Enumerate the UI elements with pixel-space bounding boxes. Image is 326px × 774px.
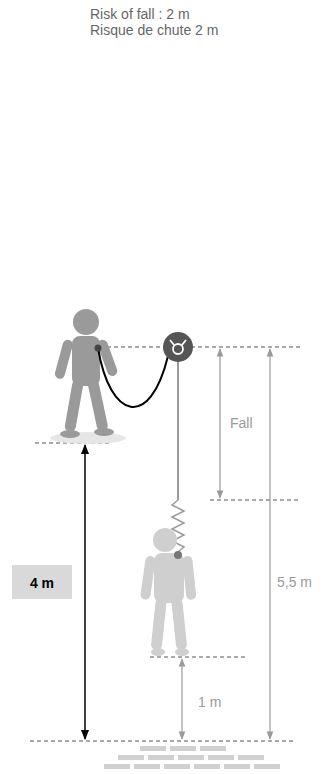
- standing-worker: [54, 309, 119, 438]
- dimension-label: Fall: [228, 415, 255, 431]
- lanyard: [98, 348, 168, 407]
- risk-heading: Risque de chute 2 m: [88, 22, 220, 38]
- fall-dimension: [219, 349, 220, 498]
- height-dimension: [84, 445, 86, 739]
- total-dimension: [269, 349, 270, 739]
- hanging-worker: [140, 528, 197, 656]
- harness-ring: [95, 345, 102, 352]
- anchor-device: [163, 332, 193, 362]
- clearance-dimension: [181, 659, 182, 739]
- risk-heading: Risk of fall : 2 m: [88, 6, 192, 22]
- dimension-box: 4 m: [12, 565, 72, 599]
- dimension-label: 1 m: [196, 694, 223, 710]
- ground-bricks: [104, 746, 280, 769]
- harness-ring: [174, 551, 182, 559]
- height-value: 4 m: [30, 575, 54, 591]
- reference-lines: [30, 347, 300, 741]
- dimension-label: 5,5 m: [275, 574, 314, 590]
- lifeline: [177, 360, 179, 500]
